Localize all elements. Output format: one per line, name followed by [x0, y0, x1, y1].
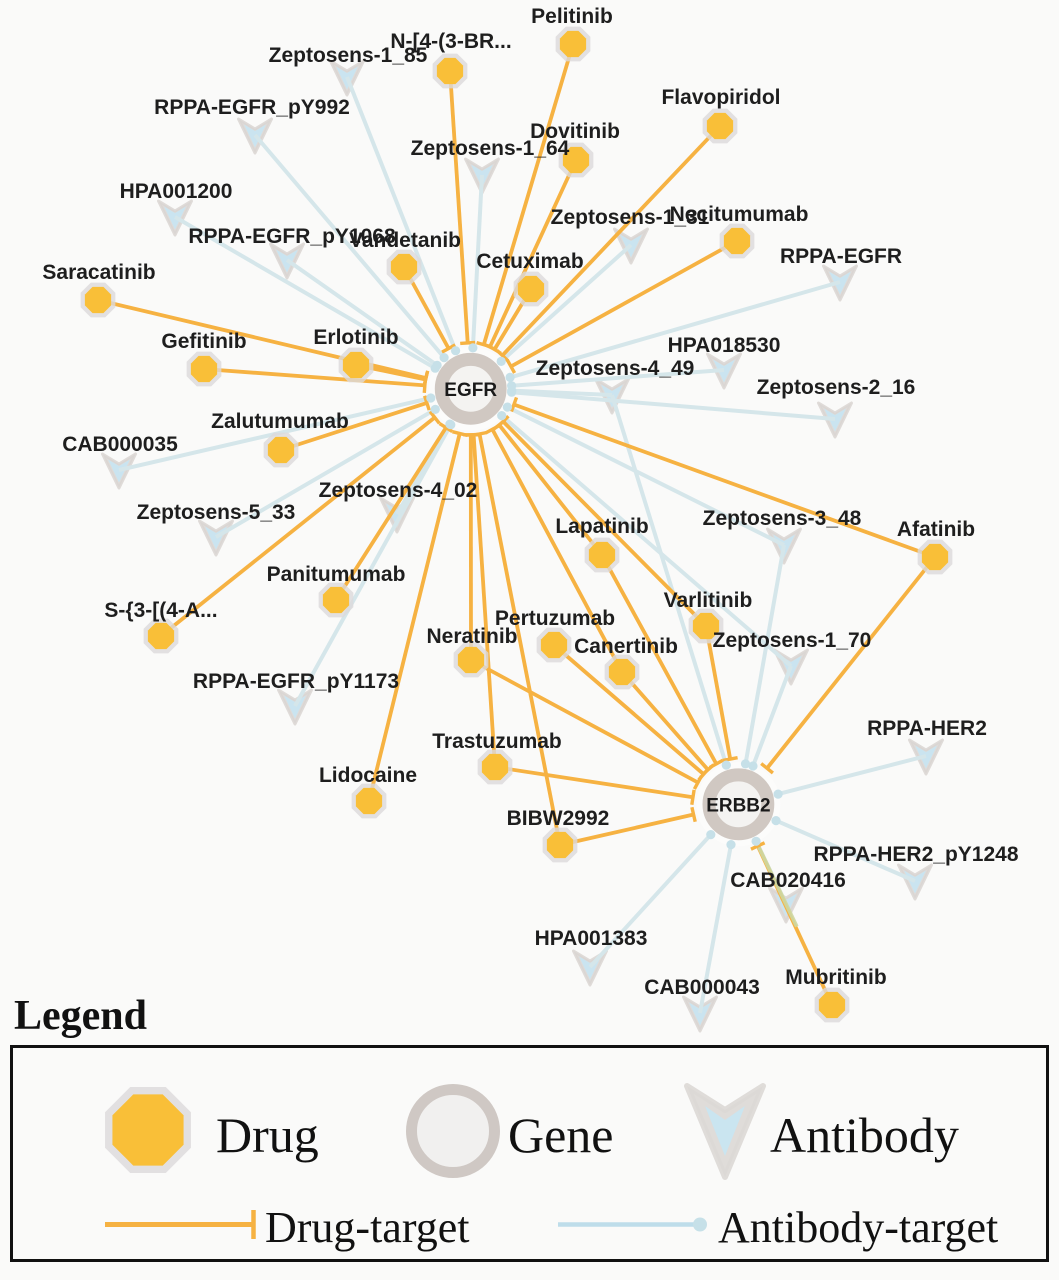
svg-text:Trastuzumab: Trastuzumab	[432, 730, 562, 753]
svg-text:RPPA-EGFR_pY1173: RPPA-EGFR_pY1173	[193, 670, 399, 693]
svg-text:Afatinib: Afatinib	[897, 518, 975, 541]
svg-text:ERBB2: ERBB2	[706, 795, 770, 816]
svg-text:N-[4-(3-BR...: N-[4-(3-BR...	[390, 30, 511, 53]
svg-text:Pelitinib: Pelitinib	[531, 5, 613, 28]
svg-text:Saracatinib: Saracatinib	[42, 261, 155, 284]
svg-text:EGFR: EGFR	[444, 380, 497, 401]
svg-text:Zeptosens-1_64: Zeptosens-1_64	[411, 137, 570, 160]
svg-text:Erlotinib: Erlotinib	[313, 326, 398, 349]
svg-text:RPPA-HER2_pY1248: RPPA-HER2_pY1248	[813, 843, 1018, 866]
svg-text:CAB000035: CAB000035	[62, 433, 178, 456]
svg-text:Vandetanib: Vandetanib	[349, 229, 461, 252]
svg-text:Pertuzumab: Pertuzumab	[495, 607, 615, 630]
svg-text:RPPA-EGFR_pY1068: RPPA-EGFR_pY1068	[188, 225, 396, 248]
svg-text:Neratinib: Neratinib	[426, 625, 517, 648]
svg-text:Zeptosens-4_49: Zeptosens-4_49	[536, 357, 695, 380]
svg-text:CAB020416: CAB020416	[730, 869, 846, 892]
svg-text:Zeptosens-4_02: Zeptosens-4_02	[319, 479, 478, 502]
svg-text:BIBW2992: BIBW2992	[507, 807, 610, 830]
svg-text:S-{3-[(4-A...: S-{3-[(4-A...	[104, 599, 217, 622]
svg-text:HPA001200: HPA001200	[120, 180, 233, 203]
svg-text:Lidocaine: Lidocaine	[319, 764, 417, 787]
svg-text:Antibody-target: Antibody-target	[718, 1203, 998, 1252]
svg-text:Gene: Gene	[508, 1107, 614, 1163]
svg-text:Canertinib: Canertinib	[574, 635, 678, 658]
svg-text:RPPA-EGFR: RPPA-EGFR	[780, 245, 902, 268]
svg-text:CAB000043: CAB000043	[644, 976, 760, 999]
svg-text:Zalutumumab: Zalutumumab	[211, 410, 349, 433]
svg-text:Zeptosens-1_85: Zeptosens-1_85	[269, 44, 428, 67]
svg-text:Necitumumab: Necitumumab	[670, 203, 809, 226]
svg-text:Zeptosens-2_16: Zeptosens-2_16	[757, 376, 916, 399]
svg-text:RPPA-HER2: RPPA-HER2	[867, 717, 987, 740]
svg-text:Panitumumab: Panitumumab	[267, 563, 406, 586]
svg-text:Zeptosens-1_70: Zeptosens-1_70	[713, 629, 872, 652]
svg-text:Dovitinib: Dovitinib	[530, 120, 620, 143]
svg-text:Drug-target: Drug-target	[265, 1203, 469, 1252]
svg-text:RPPA-EGFR_pY992: RPPA-EGFR_pY992	[154, 96, 350, 119]
svg-text:Antibody: Antibody	[770, 1107, 959, 1163]
svg-text:Cetuximab: Cetuximab	[476, 250, 583, 273]
svg-text:Varlitinib: Varlitinib	[664, 589, 753, 612]
svg-text:Lapatinib: Lapatinib	[555, 515, 648, 538]
svg-text:Flavopiridol: Flavopiridol	[661, 86, 780, 109]
svg-text:Drug: Drug	[216, 1107, 319, 1163]
svg-text:HPA001383: HPA001383	[535, 927, 648, 950]
svg-text:Legend: Legend	[14, 993, 147, 1039]
svg-text:Zeptosens-5_33: Zeptosens-5_33	[137, 501, 296, 524]
svg-text:Gefitinib: Gefitinib	[161, 330, 246, 353]
svg-text:Zeptosens-3_48: Zeptosens-3_48	[703, 507, 862, 530]
svg-text:HPA018530: HPA018530	[668, 334, 781, 357]
svg-text:Zeptosens-1_31: Zeptosens-1_31	[551, 206, 710, 229]
svg-text:Mubritinib: Mubritinib	[785, 966, 886, 989]
